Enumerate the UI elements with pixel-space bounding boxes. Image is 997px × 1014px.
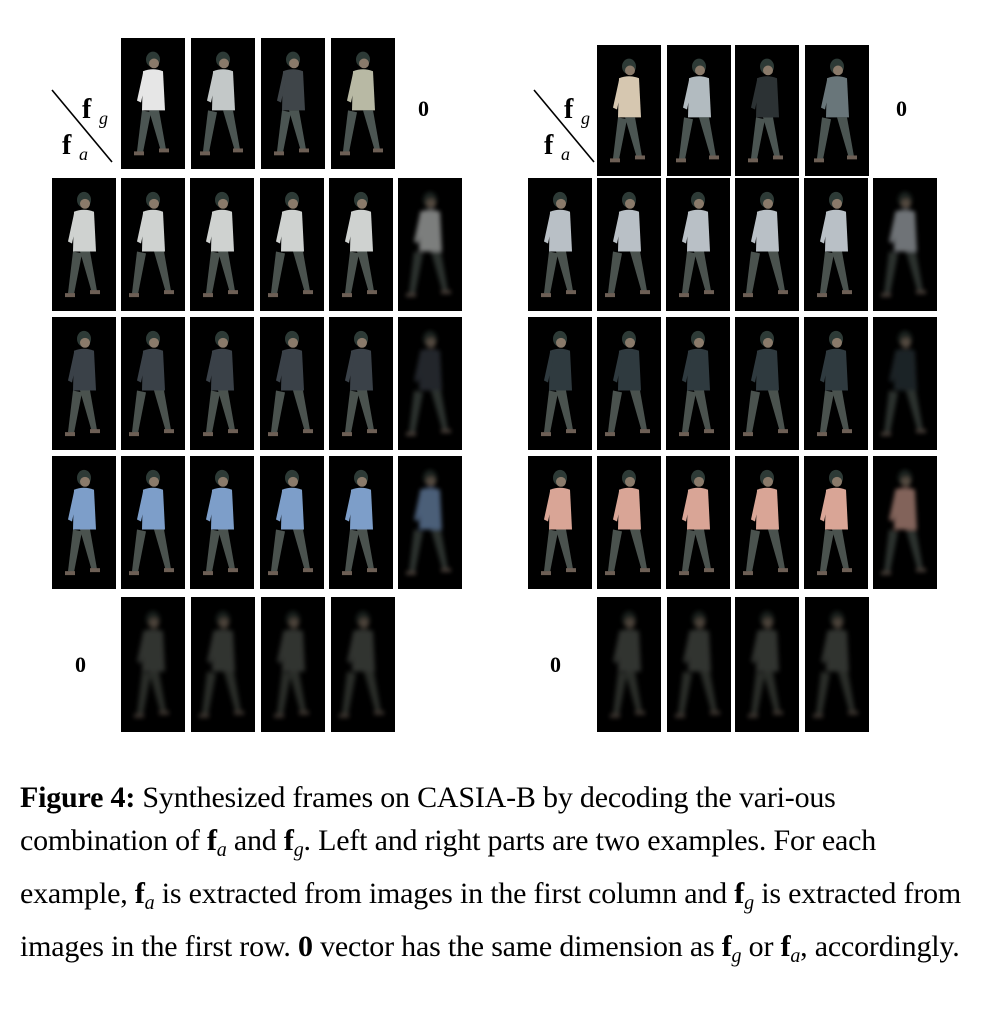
f-symbol: f <box>206 824 217 857</box>
left-appearance-source-frame <box>52 178 116 311</box>
svg-text:f: f <box>82 94 92 125</box>
left-zero-row-label: 0 <box>75 652 86 677</box>
right-synthesized-frame <box>804 456 868 589</box>
left-appearance-source-frame <box>52 317 116 450</box>
right-axis-corner-label: f g f a <box>530 86 600 166</box>
right-gait-source-frame <box>805 45 869 176</box>
g-subscript: g <box>731 945 742 967</box>
right-synthesized-frame <box>597 317 661 450</box>
right-synthesized-frame <box>873 456 937 589</box>
left-synthesized-frame <box>121 456 185 589</box>
right-gait-source-frame <box>597 45 661 176</box>
left-gait-source-frame <box>121 38 185 169</box>
f-symbol: f <box>734 877 745 910</box>
left-synthesized-frame <box>329 178 393 311</box>
g-subscript: g <box>744 892 754 914</box>
left-gait-source-frame <box>261 38 325 169</box>
right-synthesized-frame <box>666 317 730 450</box>
left-synthesized-frame <box>190 456 254 589</box>
left-synthesized-frame <box>260 317 324 450</box>
f-symbol: f <box>283 824 294 857</box>
caption-text: vector has the same dimension as <box>312 930 722 963</box>
caption-text: Synthesized frames on CASIA-B by decodin… <box>20 781 836 857</box>
caption-text: or <box>741 930 781 963</box>
left-synthesized-frame <box>260 456 324 589</box>
left-gait-source-frame <box>191 38 255 169</box>
caption-text: , accordingly. <box>800 930 960 963</box>
caption-text: is extracted from images in the first ro… <box>20 877 962 963</box>
right-synthesized-frame <box>666 456 730 589</box>
right-appearance-source-frame <box>528 456 592 589</box>
left-synthesized-frame <box>398 317 462 450</box>
right-synthesized-frame <box>666 178 730 311</box>
svg-text:g: g <box>581 108 590 128</box>
left-axis-corner-label: f g f a <box>48 86 118 166</box>
right-synthesized-frame <box>873 317 937 450</box>
right-zero-column-label: 0 <box>896 96 907 121</box>
left-synthesized-frame <box>398 456 462 589</box>
caption-text: . Left and right parts are two examples.… <box>20 824 877 910</box>
left-zero-appearance-frame <box>121 597 185 732</box>
svg-text:a: a <box>561 144 570 164</box>
a-subscript: a <box>216 839 227 861</box>
right-synthesized-frame <box>804 317 868 450</box>
right-synthesized-frame <box>735 178 799 311</box>
left-zero-appearance-frame <box>331 597 395 732</box>
svg-text:f: f <box>62 130 72 161</box>
left-synthesized-frame <box>121 317 185 450</box>
left-zero-column-label: 0 <box>418 96 429 121</box>
right-zero-appearance-frame <box>735 597 799 732</box>
svg-text:g: g <box>99 108 108 128</box>
caption-text: is extracted from images in the first co… <box>154 877 735 910</box>
left-synthesized-frame <box>398 178 462 311</box>
left-synthesized-frame <box>190 317 254 450</box>
svg-text:f: f <box>544 130 554 161</box>
right-synthesized-frame <box>597 178 661 311</box>
f-symbol: f <box>134 877 145 910</box>
right-zero-appearance-frame <box>667 597 731 732</box>
svg-text:a: a <box>79 144 88 164</box>
f-symbol: f <box>780 930 791 963</box>
left-zero-appearance-frame <box>261 597 325 732</box>
right-synthesized-frame <box>735 317 799 450</box>
g-subscript: g <box>293 839 304 861</box>
a-subscript: a <box>144 892 155 914</box>
caption-text: and <box>226 824 284 857</box>
right-appearance-source-frame <box>528 178 592 311</box>
right-zero-row-label: 0 <box>550 652 561 677</box>
right-synthesized-frame <box>597 456 661 589</box>
a-subscript: a <box>790 945 801 967</box>
right-gait-source-frame <box>735 45 799 176</box>
right-gait-source-frame <box>667 45 731 176</box>
f-symbol: f <box>721 930 732 963</box>
left-appearance-source-frame <box>52 456 116 589</box>
left-gait-source-frame <box>331 38 395 169</box>
left-synthesized-frame <box>329 317 393 450</box>
zero-vector: 0 <box>298 930 313 963</box>
left-synthesized-frame <box>329 456 393 589</box>
svg-text:f: f <box>564 94 574 125</box>
left-synthesized-frame <box>260 178 324 311</box>
left-synthesized-frame <box>190 178 254 311</box>
right-synthesized-frame <box>735 456 799 589</box>
figure-caption: Figure 4: Synthesized frames on CASIA-B … <box>20 776 980 978</box>
right-appearance-source-frame <box>528 317 592 450</box>
right-zero-appearance-frame <box>805 597 869 732</box>
figure-label: Figure 4: <box>20 781 136 814</box>
left-synthesized-frame <box>121 178 185 311</box>
right-zero-appearance-frame <box>597 597 661 732</box>
right-synthesized-frame <box>804 178 868 311</box>
left-zero-appearance-frame <box>191 597 255 732</box>
right-synthesized-frame <box>873 178 937 311</box>
